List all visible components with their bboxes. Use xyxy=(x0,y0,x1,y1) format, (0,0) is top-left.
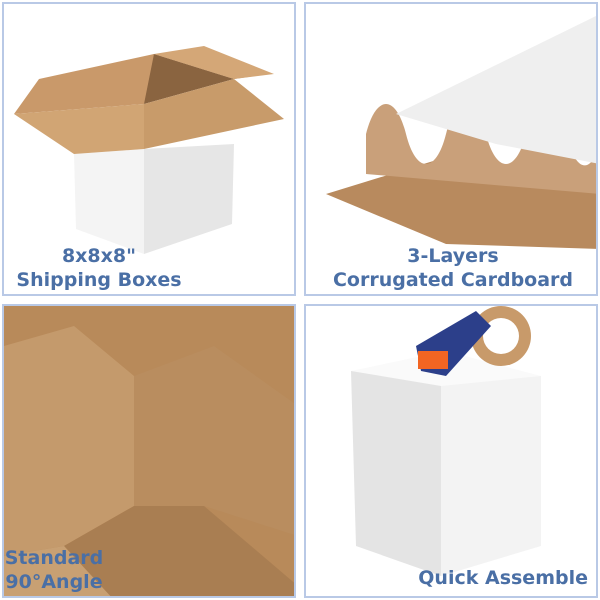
box-corner-image xyxy=(4,326,294,596)
caption-line2: Shipping Boxes xyxy=(16,269,182,291)
open-box-image xyxy=(14,46,284,254)
caption-line1: 3-Layers xyxy=(407,245,499,267)
caption-line2: 90°Angle xyxy=(5,571,103,593)
panel-corrugated: 3-Layers Corrugated Cardboard xyxy=(304,2,598,296)
caption-line2: Corrugated Cardboard xyxy=(332,269,574,291)
panel-quick-assemble: Quick Assemble xyxy=(304,304,598,598)
panel-standard-angle: Standard 90°Angle xyxy=(2,304,296,598)
taped-box-image xyxy=(351,306,541,576)
caption-line1: Quick Assemble xyxy=(418,567,588,589)
panel-shipping-boxes: 8x8x8" Shipping Boxes xyxy=(2,2,296,296)
caption-line1: 8x8x8" xyxy=(61,245,137,267)
corrugated-layers-image xyxy=(326,15,596,249)
caption-line1: Standard xyxy=(4,547,104,569)
